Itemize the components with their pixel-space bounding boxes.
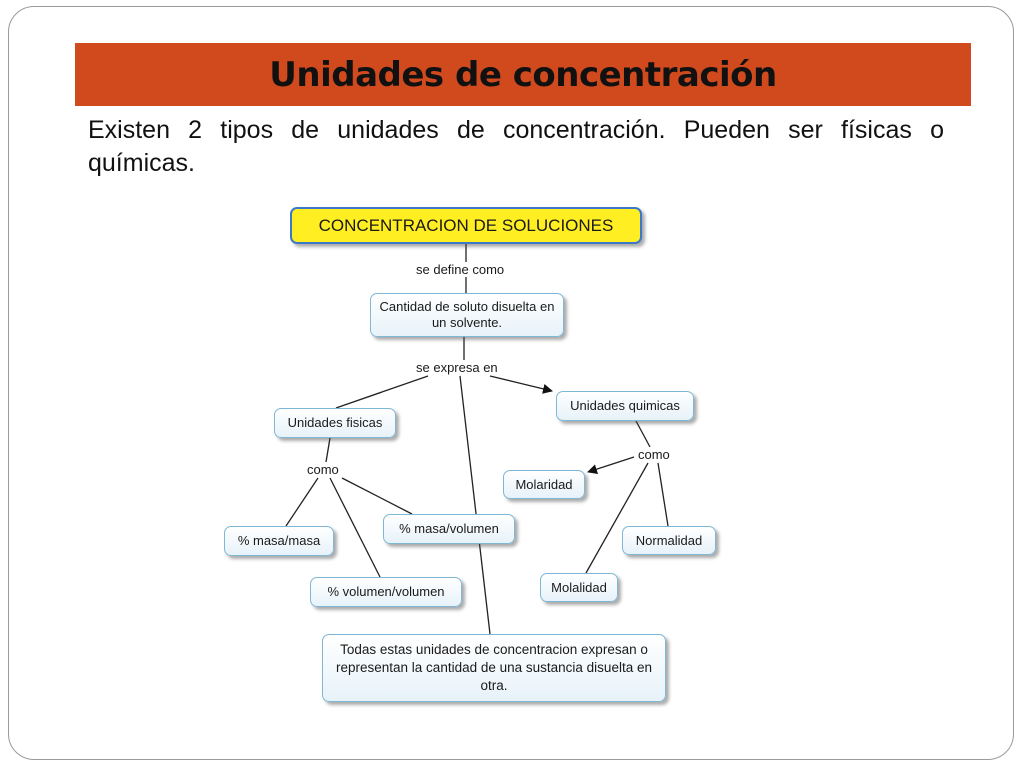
- line-como-to-normalidad: [657, 462, 669, 527]
- line-express-to-summary: [459, 375, 491, 635]
- line-fisicas-to-como: [325, 437, 331, 463]
- line-express-to-fisicas: [335, 375, 429, 409]
- title-bar: Unidades de concentración: [75, 43, 971, 106]
- node-definition: Cantidad de soluto disuelta en un solven…: [370, 293, 564, 337]
- link-como-left: como: [305, 462, 341, 477]
- link-se-define-como: se define como: [414, 262, 507, 277]
- line-quimicas-to-como: [635, 420, 651, 448]
- line-como-to-molaridad: [587, 456, 635, 474]
- node-molaridad: Molaridad: [503, 470, 585, 499]
- node-concentracion-de-soluciones: CONCENTRACION DE SOLUCIONES: [290, 207, 642, 244]
- node-molalidad: Molalidad: [540, 573, 618, 602]
- node-masa-volumen: % masa/volumen: [383, 514, 515, 544]
- node-summary: Todas estas unidades de concentracion ex…: [322, 634, 666, 702]
- link-se-expresa-en: se expresa en: [414, 360, 500, 375]
- intro-paragraph: Existen 2 tipos de unidades de concentra…: [88, 116, 944, 177]
- node-volumen-volumen: % volumen/volumen: [310, 577, 462, 607]
- line-como-to-masavol: [341, 477, 413, 515]
- line-como-to-masamasa: [285, 477, 319, 527]
- line-como-to-volvol: [329, 477, 381, 578]
- node-unidades-fisicas: Unidades fisicas: [274, 408, 396, 438]
- link-como-right: como: [636, 447, 672, 462]
- node-normalidad: Normalidad: [622, 526, 716, 555]
- line-express-to-quimicas: [489, 375, 553, 394]
- node-masa-masa: % masa/masa: [224, 526, 334, 556]
- slide-title: Unidades de concentración: [269, 54, 777, 95]
- line-como-to-molalidad: [585, 462, 649, 574]
- node-unidades-quimicas: Unidades quimicas: [556, 391, 694, 421]
